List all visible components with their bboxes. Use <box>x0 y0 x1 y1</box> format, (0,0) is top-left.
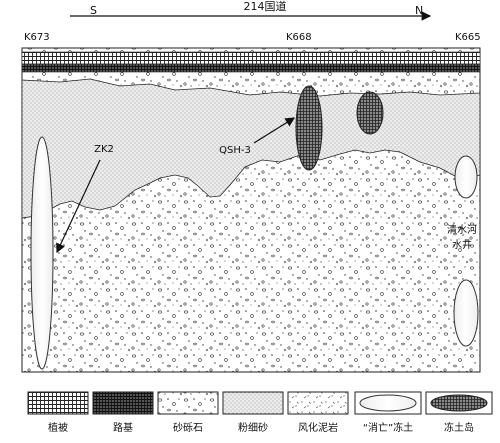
legend-label-silt: 粉细砂 <box>238 421 268 434</box>
legend-swatch-mudstone <box>287 391 349 415</box>
legend-label-island: 冻土岛 <box>444 421 474 434</box>
station-k673: K673 <box>24 32 50 43</box>
legend-swatch-gravel <box>157 391 219 415</box>
legend-ellipse-vanished <box>359 394 417 412</box>
vanished-permafrost-zk2 <box>30 136 54 370</box>
legend-swatch-vegetation <box>27 391 89 415</box>
permafrost-island-qsh3 <box>295 85 323 171</box>
legend-label-mudstone: 风化泥岩 <box>298 421 338 434</box>
legend-label-gravel: 砂砾石 <box>173 421 203 434</box>
vegetation-layer <box>21 51 481 65</box>
legend-ellipse-island <box>430 394 488 412</box>
zk2-arrow <box>56 159 101 254</box>
south-label: S <box>90 4 97 17</box>
legend: 植被 路基 砂砾石 粉细砂 风化泥岩 “消亡”冻土 冻土岛 <box>27 391 493 434</box>
vanished-permafrost-bottom-right <box>453 279 479 347</box>
well-label-line2: 水井 <box>452 238 472 251</box>
roadbed-layer <box>21 63 481 73</box>
legend-swatch-silt <box>222 391 284 415</box>
qsh3-arrow <box>253 117 296 144</box>
zk2-label: ZK2 <box>94 144 114 155</box>
permafrost-island-small <box>356 91 384 135</box>
legend-swatch-roadbed <box>92 391 154 415</box>
station-k665: K665 <box>455 32 481 43</box>
road-label: 214国道 <box>244 0 287 13</box>
vanished-permafrost-top-right <box>454 155 478 199</box>
station-k668: K668 <box>286 32 312 43</box>
section-body: ZK2 QSH-3 清水河 水井 <box>21 47 481 373</box>
qsh3-label: QSH-3 <box>219 145 251 156</box>
legend-label-vanished: “消亡”冻土 <box>363 421 413 434</box>
north-label: N <box>415 4 423 17</box>
legend-label-vegetation: 植被 <box>48 421 68 434</box>
well-label-line1: 清水河 <box>447 223 477 236</box>
legend-label-roadbed: 路基 <box>113 421 133 434</box>
